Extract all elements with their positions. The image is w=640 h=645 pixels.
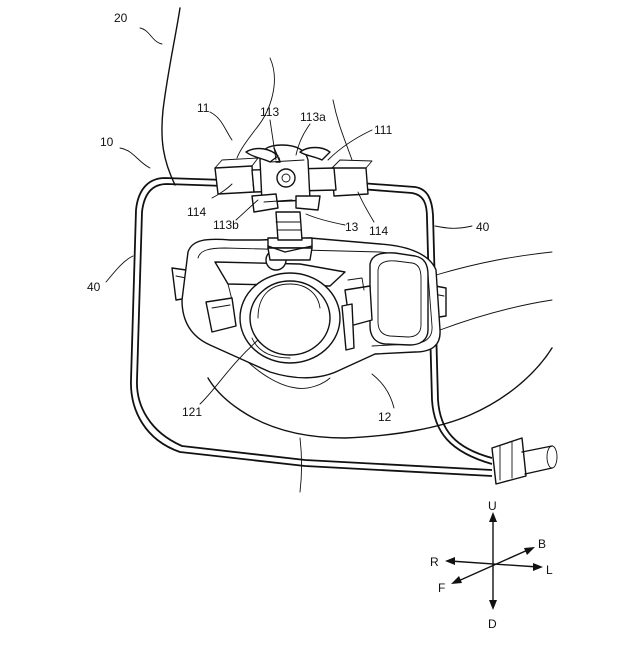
label-114-right: 114 [369, 224, 388, 238]
label-113b: 113b [213, 218, 239, 232]
label-40-right: 40 [476, 220, 490, 234]
label-12: 12 [378, 410, 392, 424]
arrow-left-side-icon [533, 563, 543, 571]
label-113: 113 [260, 105, 279, 119]
direction-left-side-label: L [546, 563, 553, 577]
label-111: 111 [374, 123, 393, 137]
label-114-left: 114 [187, 205, 206, 219]
label-20: 20 [114, 11, 128, 25]
label-11: 11 [197, 101, 210, 115]
arrow-down-icon [489, 600, 497, 610]
arrow-up-icon [489, 512, 497, 522]
direction-right-side-label: R [430, 555, 439, 569]
label-121: 121 [182, 405, 202, 419]
direction-indicator: U D R L F B [430, 499, 553, 631]
arrow-back-icon [524, 547, 535, 555]
direction-up-label: U [488, 499, 497, 513]
arrow-right-side-icon [445, 557, 455, 565]
label-40-left: 40 [87, 280, 101, 294]
connector-cable [492, 438, 557, 484]
arrow-front-icon [451, 576, 462, 584]
label-13: 13 [345, 220, 359, 234]
lens-ring-121 [240, 273, 340, 363]
direction-back-label: B [538, 537, 546, 551]
direction-front-label: F [438, 581, 445, 595]
label-10: 10 [100, 135, 114, 149]
direction-down-label: D [488, 617, 497, 631]
label-113a: 113a [300, 110, 326, 124]
